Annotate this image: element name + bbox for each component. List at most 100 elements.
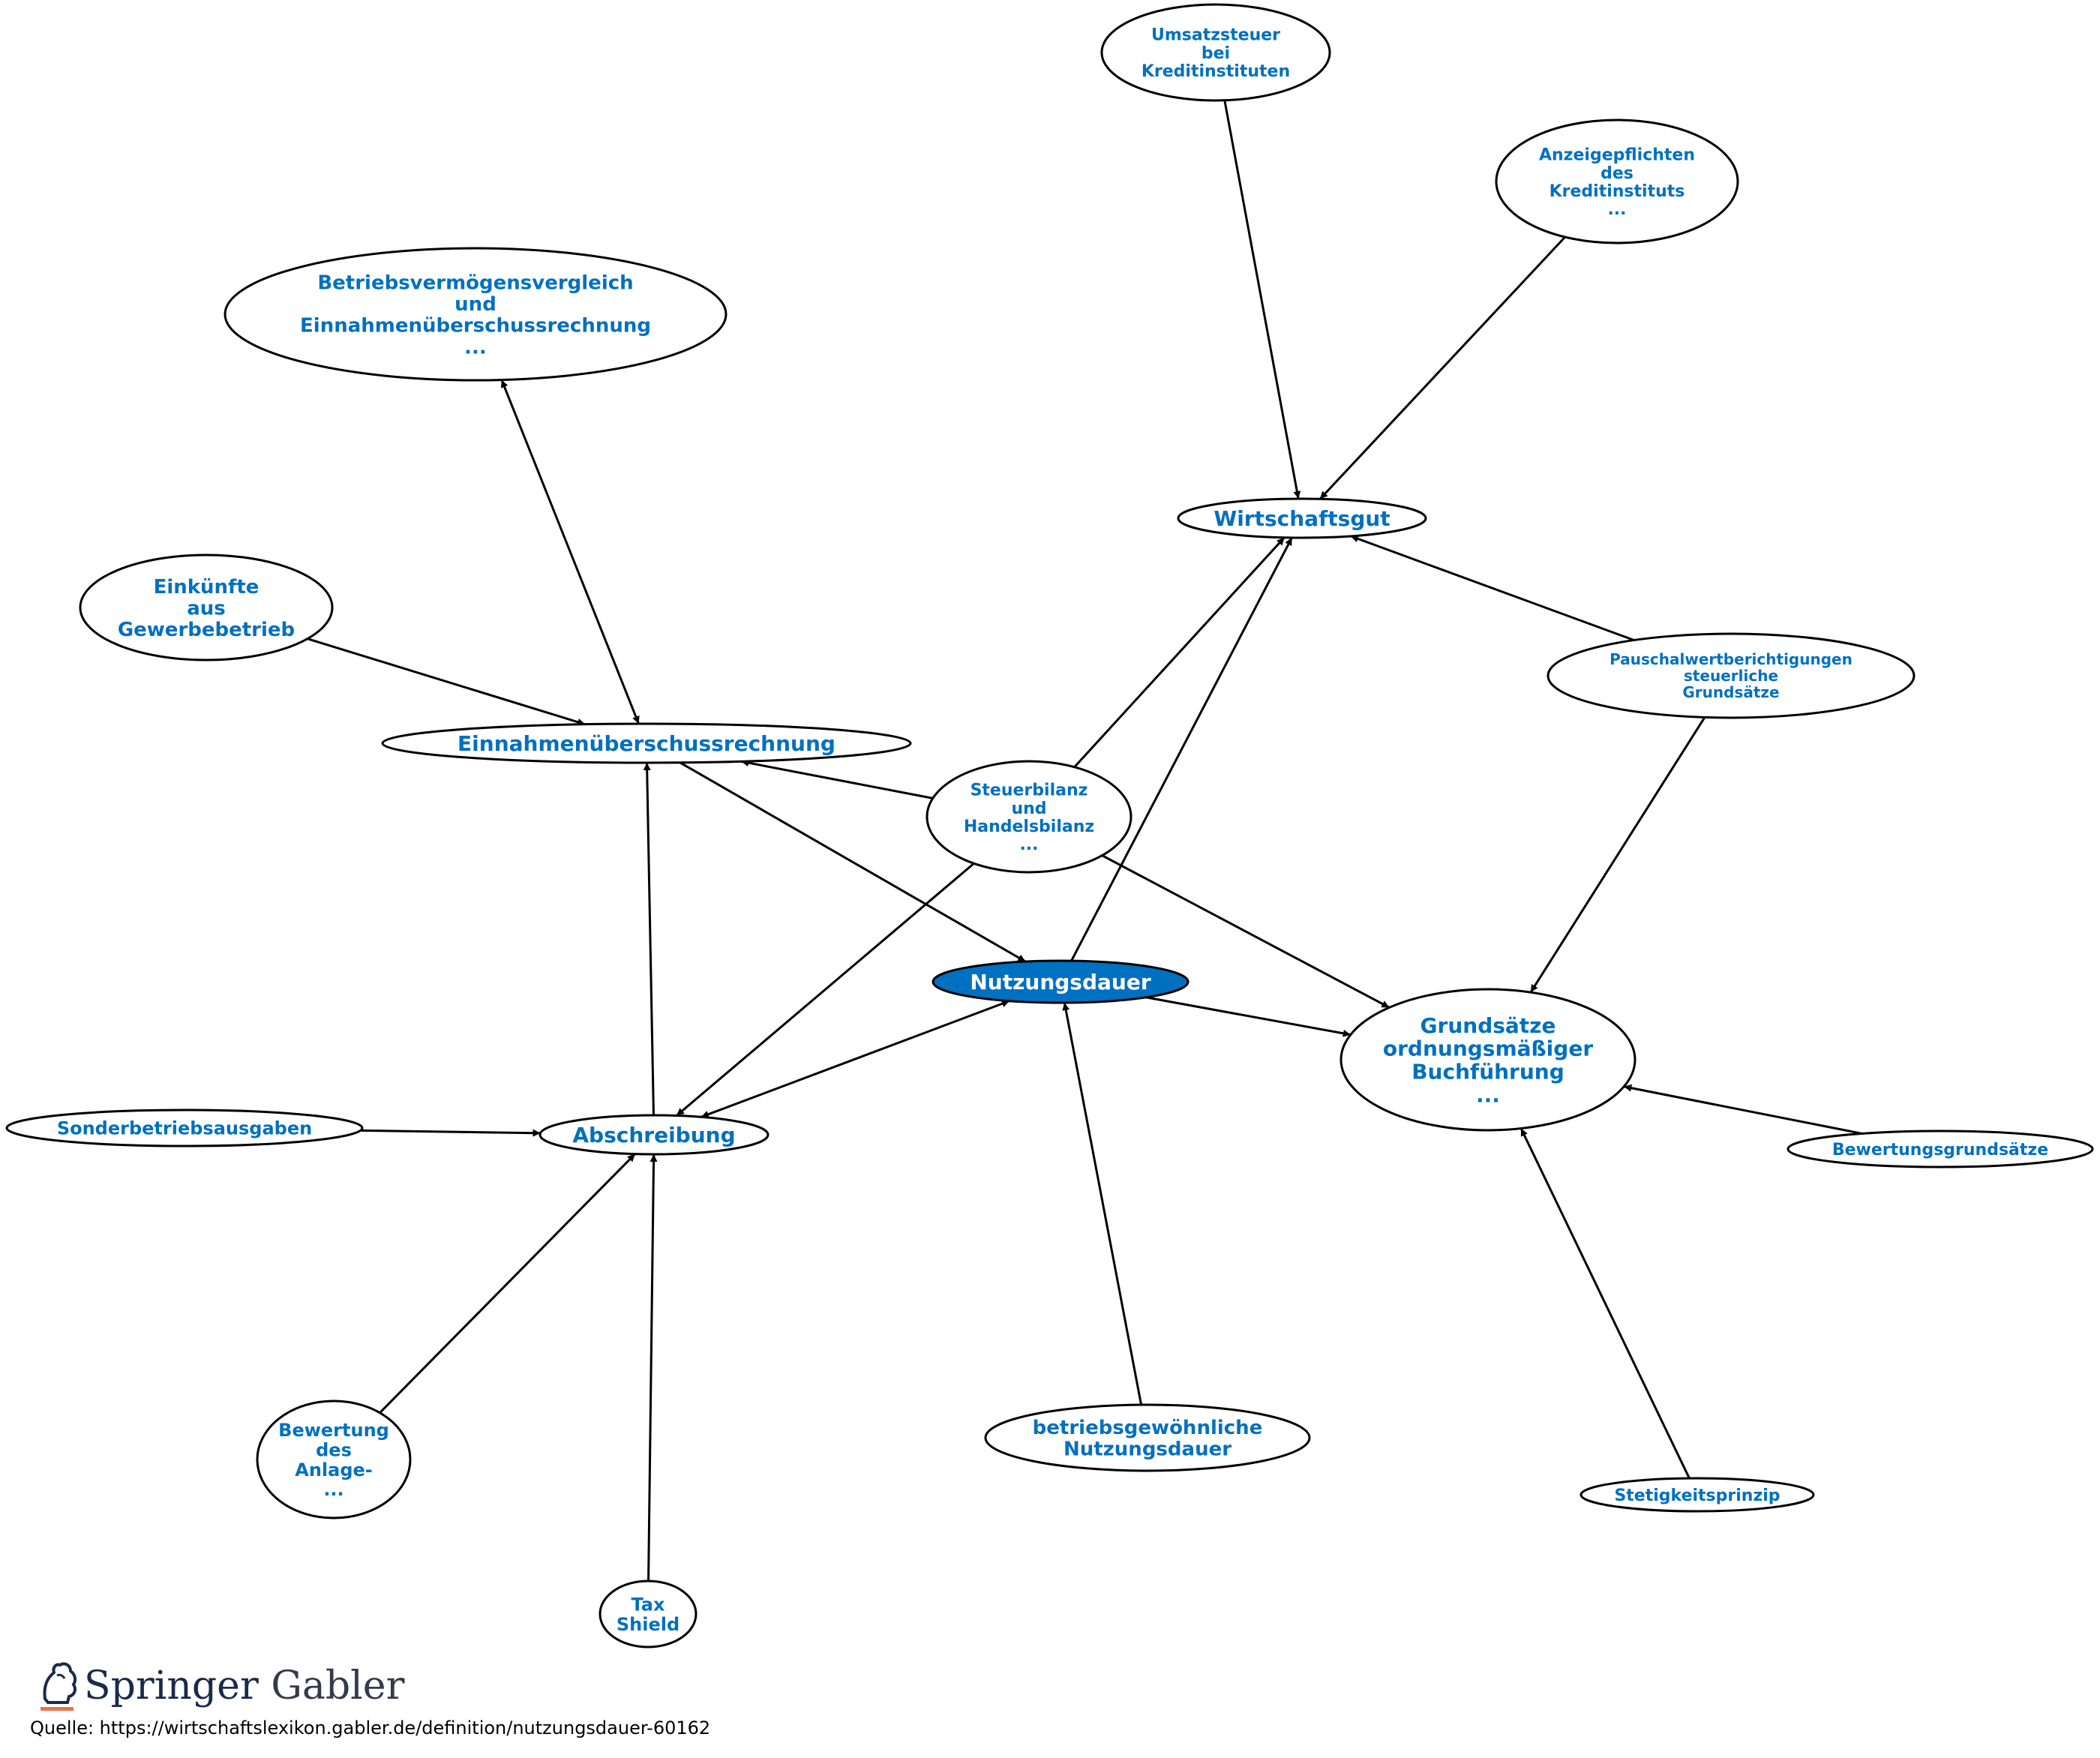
node-wirtschaftsgut-label: Wirtschaftsgut (1214, 506, 1390, 531)
node-einkuenfte-shape (79, 554, 334, 662)
edge-eur-to-nutzungsdauer (680, 761, 1027, 963)
edge-eur-to-betriebsvermoegen (500, 379, 640, 724)
node-umsatzsteuer-label: Kreditinstituten (1142, 62, 1290, 81)
node-sonder-label: Sonderbetriebsausgaben (57, 1118, 312, 1139)
node-umsatzsteuer-label: bei (1202, 44, 1230, 63)
node-pauschal[interactable]: PauschalwertberichtigungensteuerlicheGru… (1546, 632, 1916, 719)
node-betriebsgewoehnlich-shape (984, 1403, 1311, 1472)
node-einkuenfte-label: aus (187, 597, 226, 620)
edge-abschreibung-to-eur (643, 762, 656, 1116)
edge-steuerbilanz-to-gob (1101, 854, 1390, 1009)
node-eur-shape (381, 722, 912, 764)
node-anzeigepflichten-label: Kreditinstituts (1550, 182, 1685, 201)
node-gob-label: ordnungsmäßiger (1383, 1036, 1593, 1061)
edge-pauschal-to-gob (1529, 716, 1706, 993)
node-nutzungsdauer-label: Nutzungsdauer (970, 970, 1150, 994)
logo-gabler-text: Gabler (271, 1664, 405, 1708)
edge-bewertungsgrundsaetze-to-gob (1623, 1084, 1862, 1135)
node-anzeigepflichten-label: des (1600, 164, 1634, 183)
edge-nutzungsdauer-to-wirtschaftsgut (1070, 537, 1293, 962)
node-abschreibung-shape (538, 1114, 770, 1156)
edge-bewertung-to-abschreibung (379, 1153, 636, 1414)
node-gob[interactable]: GrundsätzeordnungsmäßigerBuchführung... (1340, 988, 1636, 1132)
node-taxshield-label: Tax (632, 1594, 665, 1615)
node-abschreibung-label: Abschreibung (572, 1123, 735, 1148)
nodes-layer: NutzungsdauerUmsatzsteuerbeiKreditinstit… (5, 3, 2094, 1648)
node-stetigkeit-shape (1580, 1477, 1815, 1513)
node-taxshield-label: Shield (616, 1614, 680, 1635)
node-gob-shape (1340, 988, 1636, 1132)
springer-gabler-logo: Springer Gabler (84, 1664, 404, 1708)
node-betriebsgewoehnlich-label: Nutzungsdauer (1064, 1438, 1232, 1461)
node-steuerbilanz-label: ... (1019, 836, 1038, 854)
node-eur-label: Einnahmenüberschussrechnung (458, 731, 836, 756)
node-pauschal-label: Grundsätze (1682, 683, 1779, 701)
node-bewertungsgrundsaetze-label: Bewertungsgrundsätze (1832, 1141, 2048, 1160)
node-gob-label: ... (1476, 1082, 1500, 1107)
edge-abschreibung-to-nutzungsdauer (700, 1000, 1010, 1118)
node-steuerbilanz-label: Steuerbilanz (970, 782, 1088, 800)
node-betriebsvermoegen-label: ... (464, 336, 487, 358)
edge-betriebsgewoehnlich-to-nutzungsdauer (1062, 1002, 1143, 1406)
node-umsatzsteuer-shape (1100, 3, 1331, 102)
node-einkuenfte-label: Einkünfte (154, 576, 260, 598)
node-bewertung-label: Bewertung (278, 1420, 389, 1441)
node-bewertung-label: Anlage- (295, 1460, 373, 1480)
node-bewertungsgrundsaetze[interactable]: Bewertungsgrundsätze (1786, 1130, 2094, 1168)
springer-horse-logo (40, 1662, 77, 1711)
node-betriebsvermoegen-label: Einnahmenüberschussrechnung (300, 315, 651, 338)
edge-steuerbilanz-to-eur (741, 759, 934, 800)
source-url: Quelle: https://wirtschaftslexikon.gable… (30, 1718, 711, 1738)
node-gob-label: Buchführung (1412, 1059, 1564, 1084)
node-pauschal-label: Pauschalwertberichtigungen (1610, 650, 1852, 668)
node-pauschal-label: steuerliche (1684, 667, 1778, 685)
node-bewertung-shape (256, 1400, 412, 1520)
edge-stetigkeit-to-gob (1520, 1127, 1690, 1479)
node-steuerbilanz-label: und (1011, 800, 1046, 818)
node-nutzungsdauer[interactable]: Nutzungsdauer (932, 959, 1190, 1004)
edge-umsatzsteuer-to-wirtschaftsgut (1223, 100, 1301, 500)
node-sonder[interactable]: Sonderbetriebsausgaben (5, 1108, 364, 1148)
node-betriebsvermoegen-label: Betriebsvermögensvergleich (317, 272, 633, 294)
node-wirtschaftsgut-shape (1177, 497, 1427, 539)
edge-steuerbilanz-to-wirtschaftsgut (1073, 536, 1286, 768)
node-sonder-shape (5, 1108, 364, 1148)
edge-taxshield-to-abschreibung (647, 1154, 658, 1582)
node-bewertung[interactable]: BewertungdesAnlage-... (256, 1400, 412, 1520)
node-wirtschaftsgut[interactable]: Wirtschaftsgut (1177, 497, 1427, 539)
node-steuerbilanz-label: Handelsbilanz (964, 818, 1094, 836)
node-bewertung-label: des (316, 1439, 352, 1460)
node-anzeigepflichten-label: Anzeigepflichten (1539, 146, 1695, 165)
edge-anzeigepflichten-to-wirtschaftsgut (1318, 236, 1566, 500)
node-betriebsvermoegen[interactable]: BetriebsvermögensvergleichundEinnahmenüb… (224, 247, 728, 382)
node-steuerbilanz-shape (926, 760, 1132, 874)
node-pauschal-shape (1546, 632, 1916, 719)
edges-layer (307, 100, 1862, 1582)
node-umsatzsteuer-label: Umsatzsteuer (1151, 26, 1280, 45)
node-abschreibung[interactable]: Abschreibung (538, 1114, 770, 1156)
logo-springer-text: Springer (84, 1664, 259, 1708)
node-einkuenfte-label: Gewerbebetrieb (118, 619, 295, 641)
node-anzeigepflichten-label: ... (1607, 200, 1626, 219)
node-bewertung-label: ... (323, 1479, 344, 1500)
node-betriebsvermoegen-shape (224, 247, 728, 382)
edge-einkuenfte-to-eur (307, 638, 586, 726)
node-betriebsvermoegen-label: und (454, 293, 496, 316)
node-betriebsgewoehnlich-label: betriebsgewöhnliche (1033, 1417, 1263, 1439)
edge-sonder-to-abschreibung (360, 1129, 541, 1137)
edge-nutzungsdauer-to-gob (1145, 996, 1352, 1037)
node-steuerbilanz[interactable]: SteuerbilanzundHandelsbilanz... (926, 760, 1132, 874)
node-stetigkeit[interactable]: Stetigkeitsprinzip (1580, 1477, 1815, 1513)
node-anzeigepflichten[interactable]: AnzeigepflichtendesKreditinstituts... (1495, 118, 1739, 244)
edge-steuerbilanz-to-abschreibung (676, 862, 975, 1117)
node-taxshield-shape (598, 1580, 698, 1648)
edge-pauschal-to-wirtschaftsgut (1350, 535, 1635, 641)
node-anzeigepflichten-shape (1495, 118, 1739, 244)
node-nutzungsdauer-shape (932, 959, 1190, 1004)
node-eur[interactable]: Einnahmenüberschussrechnung (381, 722, 912, 764)
